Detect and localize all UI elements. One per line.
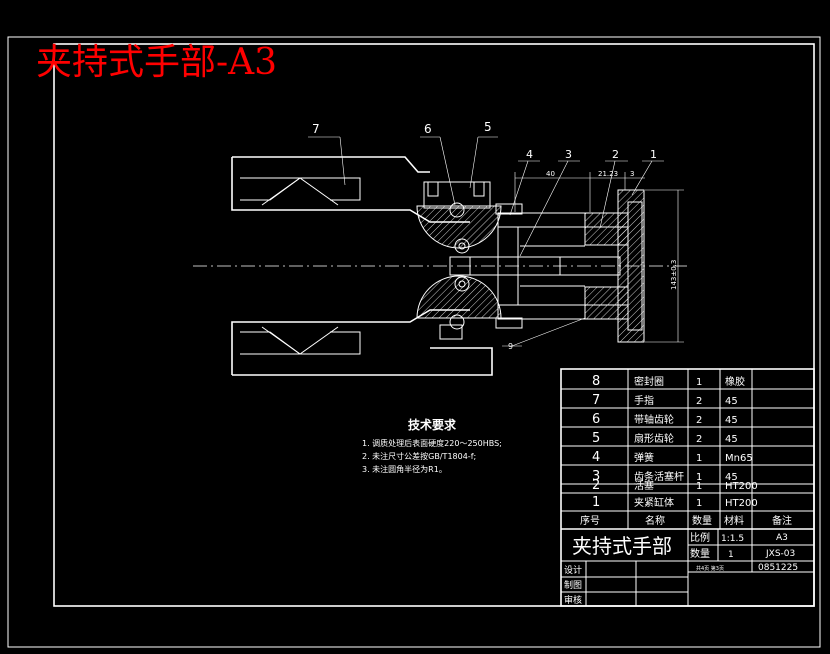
bom-cell-no: 5 bbox=[592, 431, 600, 446]
bom-cell-qty: 2 bbox=[696, 434, 702, 445]
bom-cell-no: 7 bbox=[592, 393, 600, 408]
tb-scale: 1:1.5 bbox=[721, 534, 744, 544]
bom-cell-no: 2 bbox=[592, 478, 600, 493]
bom-cell-qty: 1 bbox=[696, 453, 702, 464]
bom-cell-name: 带轴齿轮 bbox=[634, 413, 674, 426]
bom-cell-qty: 1 bbox=[696, 377, 702, 388]
tb-name: 夹持式手部 bbox=[572, 534, 672, 558]
bom-cell-name: 活塞 bbox=[634, 479, 654, 492]
tech-note-2: 2. 未注尺寸公差按GB/T1804-f; bbox=[362, 451, 476, 461]
callout-2: 2 bbox=[612, 148, 619, 161]
bom-cell-name: 弹簧 bbox=[634, 451, 654, 464]
tech-heading: 技术要求 bbox=[408, 417, 457, 432]
lower-sector-gear bbox=[416, 275, 502, 340]
callout-6: 6 bbox=[424, 122, 432, 136]
dim-vertical: 143±0.3 bbox=[670, 260, 678, 290]
clamp-cylinder bbox=[495, 189, 645, 343]
bom-cell-qty: 1 bbox=[696, 472, 702, 483]
upper-sector-gear bbox=[416, 181, 502, 254]
tb-qty-label: 数量 bbox=[690, 547, 710, 560]
bom-cell-material: 45 bbox=[725, 415, 738, 426]
tb-scale-label: 比例 bbox=[690, 531, 710, 544]
part-callouts: 7 6 5 4 3 2 1 9 bbox=[308, 120, 664, 351]
bom-cell-qty: 2 bbox=[696, 415, 702, 426]
bom-cell-name: 扇形齿轮 bbox=[634, 432, 674, 445]
bom-cell-material: 45 bbox=[725, 396, 738, 407]
bom-cell-no: 1 bbox=[592, 495, 600, 510]
tb-school: 共4页 第3页 bbox=[696, 565, 724, 572]
dim-3: 3 bbox=[630, 170, 634, 178]
bom-cell-qty: 1 bbox=[696, 481, 702, 492]
outer-border bbox=[7, 36, 821, 648]
tech-note-1: 1. 调质处理后表面硬度220～250HBS; bbox=[362, 438, 502, 448]
bom-cell-no: 4 bbox=[592, 450, 600, 465]
bom-cell-material: 45 bbox=[725, 472, 738, 483]
callout-4: 4 bbox=[526, 148, 533, 161]
tb-drawn: 制图 bbox=[564, 579, 582, 591]
bom-cell-qty: 2 bbox=[696, 396, 702, 407]
header-material: 材料 bbox=[724, 514, 744, 527]
header-qty: 数量 bbox=[692, 514, 712, 527]
callout-5: 5 bbox=[484, 120, 492, 134]
bom-cell-name: 夹紧缸体 bbox=[634, 496, 674, 509]
dim-40: 40 bbox=[546, 170, 555, 178]
technical-requirements: 技术要求 1. 调质处理后表面硬度220～250HBS; 2. 未注尺寸公差按G… bbox=[362, 417, 502, 474]
gripper-assembly-drawing: 40 21.23 3 143±0.3 7 6 5 4 bbox=[193, 120, 690, 376]
bom-cell-material: HT200 bbox=[725, 481, 758, 492]
dimensions: 40 21.23 3 143±0.3 bbox=[514, 170, 684, 343]
bom-cell-material: Mn65 bbox=[725, 453, 753, 464]
header-note: 备注 bbox=[772, 514, 792, 527]
bom-header: 序号 名称 数量 材料 备注 bbox=[580, 514, 792, 527]
tb-student-no: 0851225 bbox=[758, 563, 798, 573]
bom-cell-material: HT200 bbox=[725, 498, 758, 509]
bom-cell-name: 手指 bbox=[634, 394, 654, 407]
callout-9: 9 bbox=[508, 342, 513, 351]
bom-cell-material: 45 bbox=[725, 434, 738, 445]
bom-cell-no: 8 bbox=[592, 374, 600, 389]
tb-design: 设计 bbox=[564, 564, 582, 576]
dim-2123: 21.23 bbox=[598, 170, 618, 178]
tech-note-3: 3. 未注圆角半径为R1。 bbox=[362, 464, 447, 474]
callout-1: 1 bbox=[650, 148, 657, 161]
tb-size: A3 bbox=[776, 533, 788, 543]
bom-cell-no: 6 bbox=[592, 412, 600, 427]
tb-code: JXS-03 bbox=[765, 549, 795, 559]
inner-border bbox=[53, 43, 815, 607]
tb-qty: 1 bbox=[728, 550, 734, 560]
bill-of-materials bbox=[560, 368, 815, 607]
bom-cell-name: 齿条活塞杆 bbox=[634, 470, 684, 483]
title-block: 夹持式手部 比例 1:1.5 A3 数量 1 JXS-03 共4页 第3页 08… bbox=[564, 531, 798, 606]
header-no: 序号 bbox=[580, 514, 600, 527]
sheet-title: 夹持式手部-A3 bbox=[36, 42, 277, 83]
header-name: 名称 bbox=[645, 514, 665, 527]
callout-7: 7 bbox=[312, 122, 320, 136]
callout-3: 3 bbox=[565, 148, 572, 161]
bom-cell-material: 橡胶 bbox=[725, 375, 745, 388]
bom-cell-no: 3 bbox=[592, 469, 600, 484]
lower-finger bbox=[231, 309, 493, 376]
tb-review: 审核 bbox=[564, 594, 582, 606]
bom-cell-qty: 1 bbox=[696, 498, 702, 509]
bom-cell-name: 密封圈 bbox=[634, 375, 664, 388]
